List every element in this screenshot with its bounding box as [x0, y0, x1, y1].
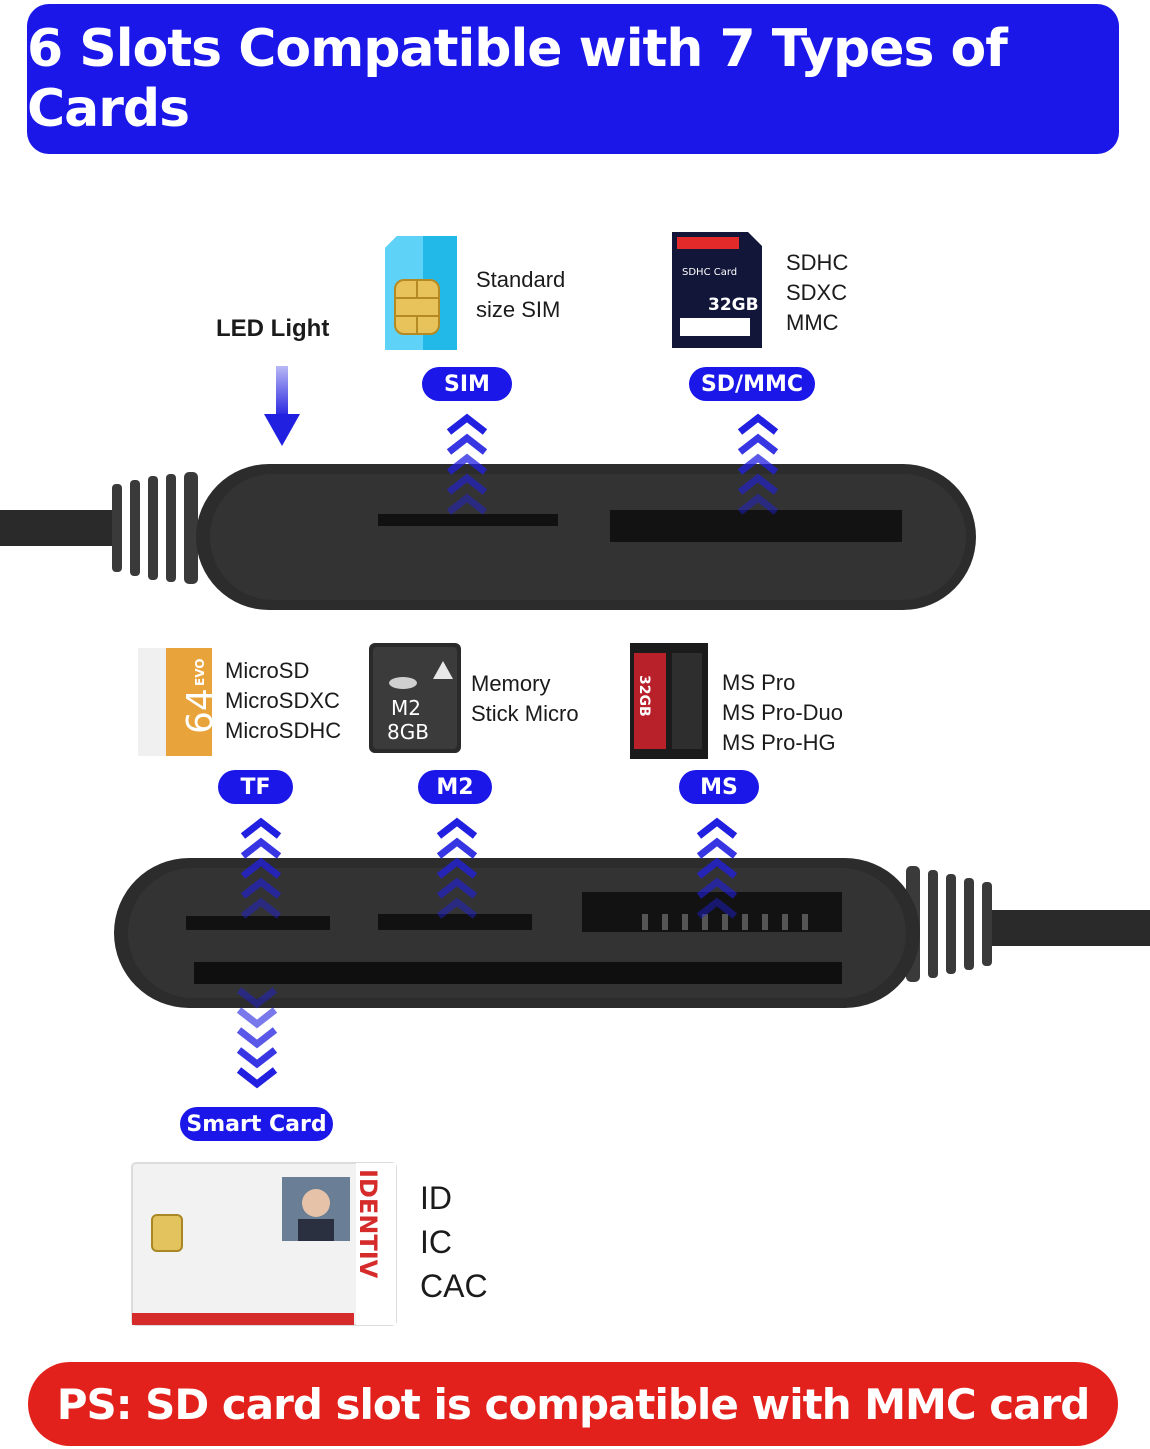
microsd-capacity: 64: [180, 688, 221, 734]
microsd-brand: EVO: [193, 659, 207, 686]
page-title: 6 Slots Compatible with 7 Types of Cards: [27, 19, 1008, 139]
slot-tag-m2: M2: [418, 770, 492, 804]
footer-banner: PS: SD card slot is compatible with MMC …: [28, 1362, 1118, 1446]
card-reader-upper-body: [0, 464, 976, 610]
footer-note: PS: SD card slot is compatible with MMC …: [56, 1379, 1091, 1429]
sim-card-icon: [385, 236, 457, 350]
m2-card-icon: M2 8GB: [369, 643, 461, 753]
memory-stick-icon: 32GB: [630, 643, 708, 759]
chevrons-up-sd: [737, 413, 779, 515]
ms-card-capacity: 32GB: [636, 675, 652, 717]
led-arrow-icon: [264, 366, 300, 446]
slot-tag-sd-mmc: SD/MMC: [689, 367, 815, 401]
smart-card-icon: IDENTIV: [131, 1162, 397, 1326]
sim-description: Standard size SIM: [476, 267, 566, 322]
m2-card-label: M2: [391, 696, 421, 720]
sd-card-icon: SDHC Card 32GB: [672, 232, 762, 348]
chevrons-up-ms: [696, 817, 738, 919]
slot-tag-tf: TF: [218, 770, 293, 804]
microsd-card-icon: 64 EVO: [138, 648, 221, 756]
smart-card-brand: IDENTIV: [354, 1169, 382, 1279]
chevrons-down-smart-card: [236, 987, 278, 1089]
smart-card-description: ID IC CAC: [420, 1180, 488, 1304]
tf-description: MicroSD MicroSDXC MicroSDHC: [225, 658, 342, 743]
slot-tag-smart-card: Smart Card: [180, 1107, 333, 1141]
card-reader-lower-body: [114, 858, 1150, 1008]
chevrons-up-m2: [436, 817, 478, 919]
sd-card-brand: SDHC Card: [682, 267, 737, 278]
led-light-label: LED Light: [216, 315, 330, 342]
slot-tag-ms: MS: [679, 770, 759, 804]
m2-description: Memory Stick Micro: [471, 671, 579, 726]
slot-tag-sim: SIM: [422, 367, 512, 401]
ms-description: MS Pro MS Pro-Duo MS Pro-HG: [722, 670, 844, 755]
header-banner: 6 Slots Compatible with 7 Types of Cards: [27, 4, 1119, 154]
sd-card-capacity: 32GB: [708, 295, 759, 315]
m2-card-capacity: 8GB: [387, 720, 429, 744]
chevrons-up-tf: [240, 817, 282, 919]
sd-description: SDHC SDXC MMC: [786, 250, 849, 335]
chevrons-up-sim: [446, 413, 488, 515]
